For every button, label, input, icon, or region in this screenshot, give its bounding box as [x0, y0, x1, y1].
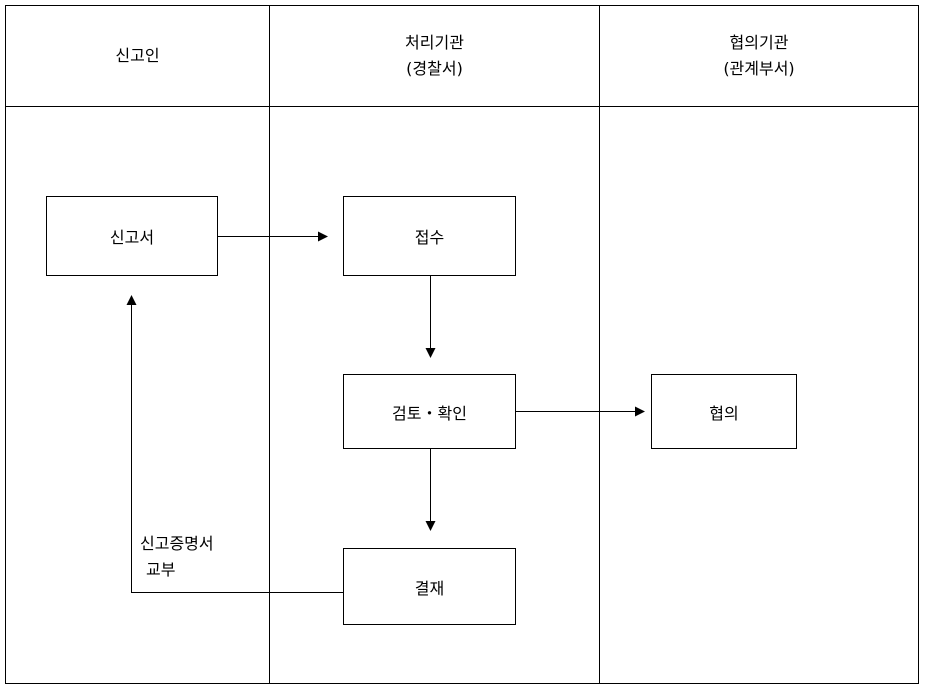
- lane-header-reporter: 신고인: [6, 6, 269, 106]
- lane-title: 신고인: [115, 46, 160, 65]
- node-consultation: 협의: [651, 374, 797, 449]
- lane-subtitle: (경찰서): [406, 59, 463, 78]
- lane-title: 처리기관: [405, 33, 464, 52]
- node-report-form: 신고서: [46, 196, 218, 276]
- return-arrow-label: 신고증명서 교부: [140, 531, 214, 583]
- return-label-line2: 교부: [146, 560, 176, 579]
- node-review-confirm: 검토・확인: [343, 374, 516, 449]
- node-label: 결재: [414, 578, 445, 598]
- arrow-approval-to-report: [126, 295, 344, 593]
- node-receipt: 접수: [343, 196, 516, 276]
- diagram-frame: [5, 5, 919, 684]
- lane-header-consulting-agency: 협의기관 (관계부서): [600, 6, 918, 106]
- lane-subtitle: (관계부서): [723, 59, 795, 78]
- node-label: 검토・확인: [392, 403, 467, 423]
- lane-header-processing-agency: 처리기관 (경찰서): [270, 6, 599, 106]
- node-approval: 결재: [343, 548, 516, 625]
- node-label: 협의: [709, 403, 739, 423]
- lane-title: 협의기관: [729, 33, 789, 52]
- return-label-line1: 신고증명서: [140, 534, 214, 553]
- node-label: 접수: [414, 228, 445, 247]
- node-label: 신고서: [109, 228, 155, 247]
